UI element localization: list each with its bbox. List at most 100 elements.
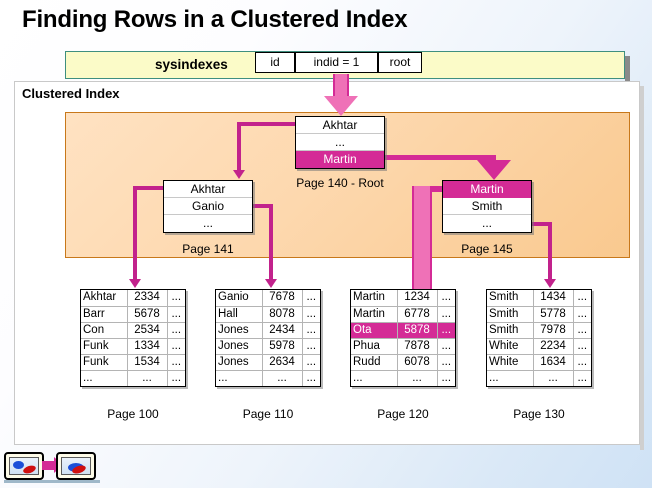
connector-root-to-p141-horizontal	[237, 122, 296, 126]
index-node-row: ...	[202, 216, 213, 230]
slide-navigation	[4, 452, 100, 483]
arrowhead-p141-to-p100	[129, 279, 141, 288]
table-row: .........	[216, 370, 320, 386]
previous-build-icon[interactable]	[4, 452, 44, 480]
row-more: ...	[302, 338, 320, 355]
index-node-row: Akhtar	[296, 117, 384, 134]
row-name: Funk	[81, 354, 128, 371]
row-name: Akhtar	[81, 290, 128, 307]
page-caption-page100: Page 100	[107, 407, 159, 421]
row-more: ...	[167, 338, 185, 355]
slide-thumb-icon	[61, 457, 91, 475]
index-node-row: Akhtar	[164, 181, 252, 198]
row-value: 1334	[127, 338, 168, 355]
row-value: 1534	[127, 354, 168, 371]
row-value: 2534	[127, 322, 168, 339]
row-value: ...	[127, 370, 168, 386]
row-more: ...	[437, 338, 455, 355]
row-name: Martin	[351, 306, 398, 323]
row-more: ...	[573, 354, 591, 371]
connector-root-to-p141-vertical	[237, 122, 241, 172]
clustered-index-label: Clustered Index	[22, 86, 120, 101]
row-name: Jones	[216, 338, 263, 355]
row-value: 2334	[127, 290, 168, 307]
row-more: ...	[573, 322, 591, 339]
row-more: ...	[167, 290, 185, 307]
row-value: 7978	[533, 322, 574, 339]
row-value: 2634	[262, 354, 303, 371]
clustered-index-panel-shadow	[640, 86, 644, 450]
connector-p141-to-p110-vertical	[269, 204, 273, 281]
connector-root-to-p145-horizontal	[384, 155, 496, 160]
row-more: ...	[437, 290, 455, 307]
row-value: 1634	[533, 354, 574, 371]
row-value: 7678	[262, 290, 303, 307]
sysindexes-label: sysindexes	[155, 57, 228, 72]
next-build-icon[interactable]	[56, 452, 96, 480]
row-value: 1434	[533, 290, 574, 307]
row-more: ...	[302, 322, 320, 339]
connector-p141-to-p100-horizontal	[133, 186, 165, 190]
row-name: ...	[216, 370, 263, 386]
table-row: .........	[81, 370, 185, 386]
sysindexes-cell-id: id	[255, 52, 295, 73]
row-value: 5678	[127, 306, 168, 323]
row-more: ...	[302, 354, 320, 371]
index-node-page140[interactable]: Akhtar ... Martin	[295, 116, 385, 169]
row-more: ...	[167, 354, 185, 371]
row-name: ...	[487, 370, 534, 386]
row-more: ...	[577, 371, 588, 384]
page-caption-page120: Page 120	[377, 407, 429, 421]
row-value: 5978	[262, 338, 303, 355]
row-value: 6778	[397, 306, 438, 323]
index-node-page141[interactable]: Akhtar Ganio ...	[163, 180, 253, 233]
row-value: 8078	[262, 306, 303, 323]
page-caption-page130: Page 130	[513, 407, 565, 421]
row-name: Barr	[81, 306, 128, 323]
row-name: Smith	[487, 322, 534, 339]
page-caption-page110: Page 110	[242, 407, 294, 421]
row-name: Phua	[351, 338, 398, 355]
row-more: ...	[167, 322, 185, 339]
row-more: ...	[573, 338, 591, 355]
fat-arrow-sysindexes-to-root	[324, 74, 358, 116]
row-more: ...	[302, 290, 320, 307]
row-value: 6078	[397, 354, 438, 371]
row-name: Funk	[81, 338, 128, 355]
page-title: Finding Rows in a Clustered Index	[22, 6, 408, 33]
row-name: Rudd	[351, 354, 398, 371]
row-more: ...	[306, 371, 317, 384]
table-row: .........	[351, 370, 455, 386]
connector-p145-to-p130-horizontal	[530, 222, 552, 226]
row-more: ...	[171, 371, 182, 384]
index-node-row: ...	[481, 216, 492, 230]
index-node-page145[interactable]: Martin Smith ...	[442, 180, 532, 233]
row-name: Jones	[216, 322, 263, 339]
row-more: ...	[573, 290, 591, 307]
row-name: Smith	[487, 290, 534, 307]
row-value: ...	[397, 370, 438, 386]
index-node-row-highlighted: Martin	[443, 181, 531, 198]
row-name: ...	[351, 370, 398, 386]
page-caption-page145: Page 145	[461, 242, 513, 256]
row-more: ...	[437, 322, 455, 339]
index-node-row-highlighted: Martin	[296, 151, 384, 168]
